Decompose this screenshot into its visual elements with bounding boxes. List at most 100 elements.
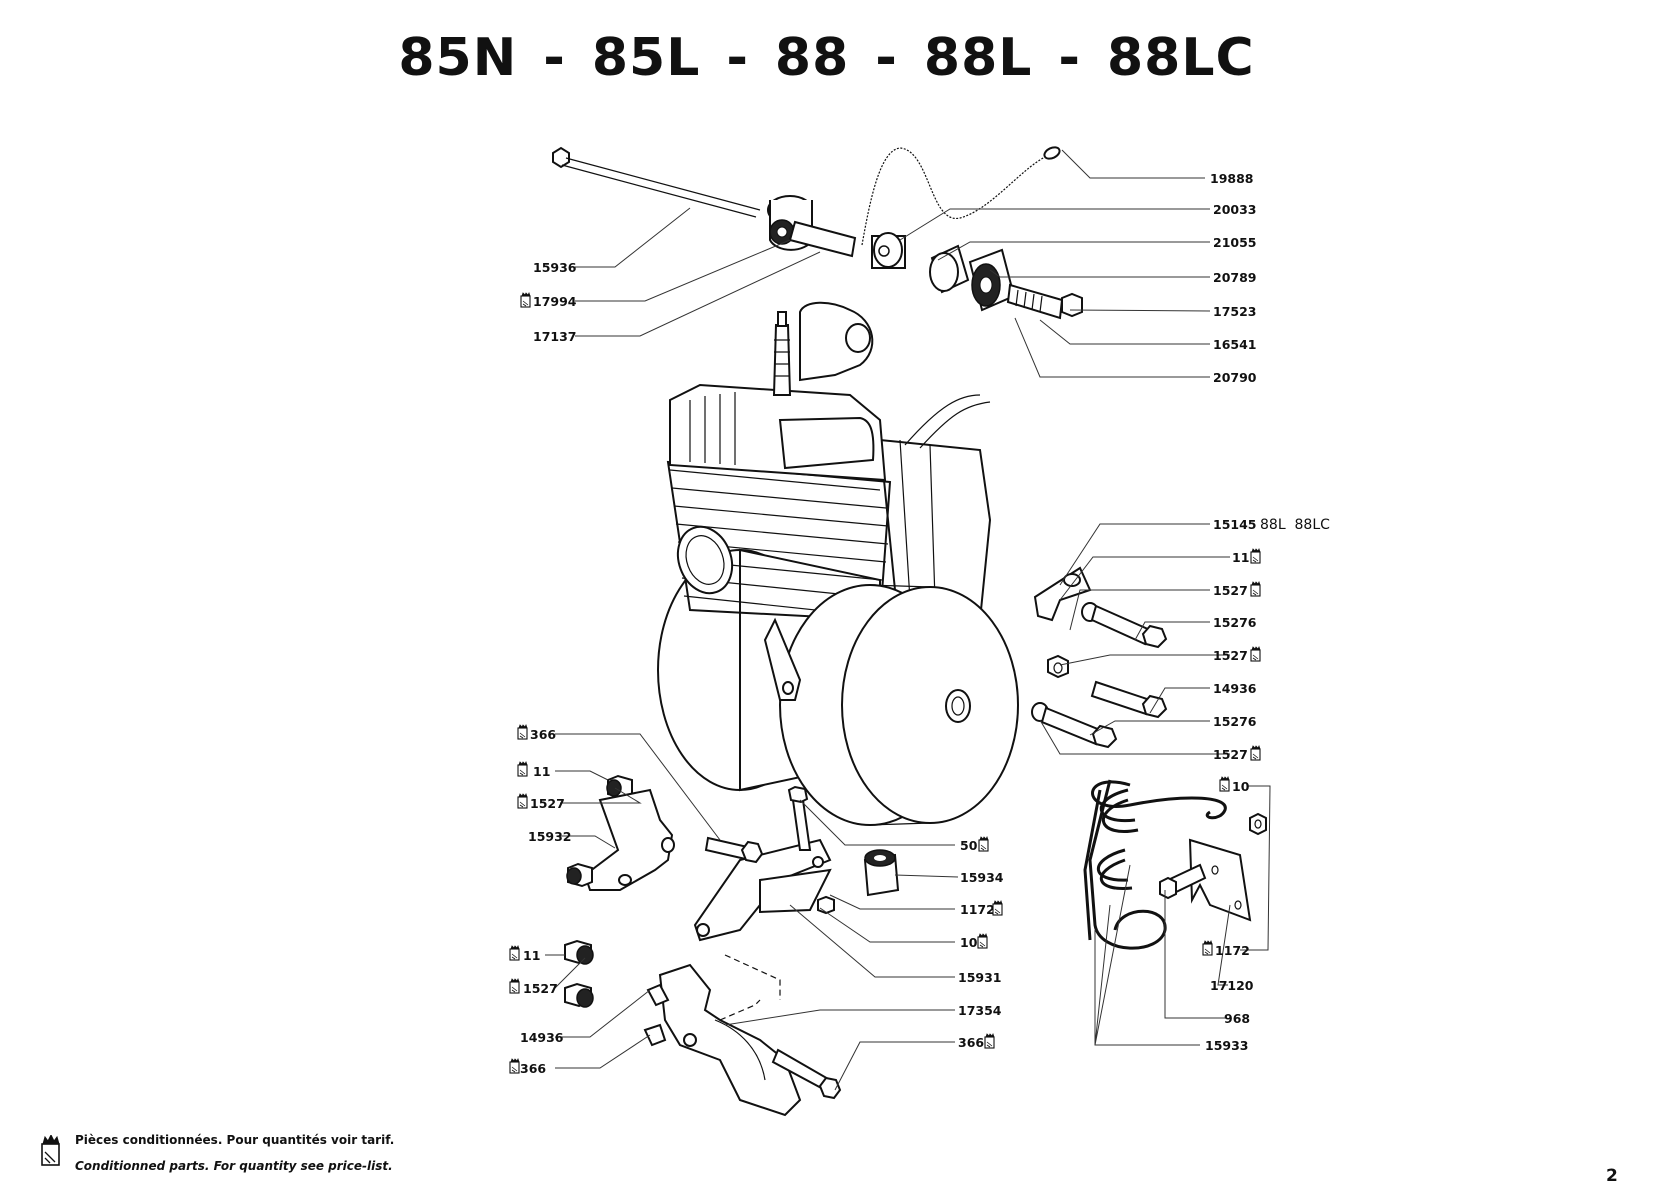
cable-19888 <box>861 146 1061 246</box>
conditioned-parts-bag-icon <box>517 793 528 809</box>
part-label: 15936 <box>533 260 577 275</box>
bolt-14936 <box>1090 680 1168 719</box>
part-label: 50 <box>960 838 978 853</box>
model-85l: 85L <box>591 28 701 88</box>
callout-labels: 19888 20033 21055 20789 17523 16541 2079… <box>509 171 1330 1076</box>
model-88lc: 88LC <box>1106 28 1255 88</box>
bolt-50 <box>787 785 812 851</box>
nut-1527 <box>1047 654 1069 679</box>
conditioned-parts-bag-icon <box>977 933 988 949</box>
page-title: 85N-85L-88-88L-88LC <box>0 28 1653 88</box>
part-label: 10 <box>960 935 978 950</box>
conditioned-parts-bag-icon <box>509 1058 520 1074</box>
engine-block <box>657 301 1019 826</box>
bolt-366-left <box>704 836 764 864</box>
part-label: 15276 <box>1213 714 1257 729</box>
part-label: 17120 <box>1210 978 1254 993</box>
spacer-21055 <box>929 244 970 294</box>
nut-1172 <box>817 895 835 915</box>
conditioned-parts-bag-icon <box>517 761 528 777</box>
nuts-11-1527-bottom <box>564 939 594 1008</box>
part-label: 15932 <box>528 829 572 844</box>
legend-text-fr: Pièces conditionnées. Pour quantités voi… <box>75 1133 395 1147</box>
part-label: 17354 <box>958 1003 1002 1018</box>
part-label: 15276 <box>1213 615 1257 630</box>
part-label: 20789 <box>1213 270 1257 285</box>
part-label: 366 <box>958 1035 984 1050</box>
part-label: 1527 <box>530 796 565 811</box>
part-label: 15934 <box>960 870 1004 885</box>
part-label: 1527 <box>1213 747 1248 762</box>
title-separator: - <box>726 28 749 88</box>
conditioned-parts-bag-icon <box>1250 646 1261 662</box>
bolt-15276b <box>1031 702 1118 749</box>
bolt-366-bottom <box>771 1048 842 1100</box>
model-88l: 88L <box>923 28 1033 88</box>
leader-lines <box>545 149 1271 1091</box>
part-label: 15931 <box>958 970 1002 985</box>
bracket-17354 <box>658 954 802 1117</box>
part-label: 366 <box>530 727 556 742</box>
conditioned-parts-bag-icon <box>517 724 528 740</box>
conditioned-parts-bag-icon <box>1250 745 1261 761</box>
bolt-15276a <box>1081 602 1168 649</box>
plate-15932 <box>566 788 675 891</box>
conditioned-parts-bag-icon <box>41 1135 60 1166</box>
conditioned-parts-bag-icon <box>1202 940 1213 956</box>
part-label: 17523 <box>1213 304 1257 319</box>
part-label: 14936 <box>520 1030 564 1045</box>
legend-text-en: Conditionned parts. For quantity see pri… <box>75 1159 393 1173</box>
part-label: 10 <box>1232 779 1250 794</box>
part-label: 1527 <box>1213 583 1248 598</box>
spring-15933 <box>1083 779 1227 950</box>
axle-15936 <box>552 146 761 218</box>
conditioned-parts-bag-icon <box>1219 776 1230 792</box>
nut-17523 <box>1061 292 1083 318</box>
model-note: 88L 88LC <box>1260 517 1330 533</box>
model-85n: 85N <box>398 28 518 88</box>
part-label: 11 <box>1232 550 1249 565</box>
nut-10 <box>1249 812 1267 836</box>
bushing-15934 <box>863 849 900 897</box>
conditioned-parts-bag-icon <box>978 836 989 852</box>
bracket-15931 <box>693 838 832 942</box>
washer-20033 <box>871 232 906 269</box>
bolt-14936-bottom <box>643 983 670 1047</box>
nuts-11-1527-left <box>606 774 633 800</box>
part-label: 17994 <box>533 294 577 309</box>
part-label: 968 <box>1224 1011 1250 1026</box>
part-label: 14936 <box>1213 681 1257 696</box>
part-label: 17137 <box>533 329 577 344</box>
part-label: 21055 <box>1213 235 1257 250</box>
part-label: 1527 <box>1213 648 1248 663</box>
part-label: 11 <box>523 948 540 963</box>
bearing-20789 <box>968 248 1016 312</box>
part-label: 20790 <box>1213 370 1257 385</box>
title-separator: - <box>875 28 898 88</box>
spacer-17137 <box>788 220 857 258</box>
part-label: 19888 <box>1210 171 1254 186</box>
part-label: 366 <box>520 1061 546 1076</box>
conditioned-parts-bag-icon <box>509 978 520 994</box>
bolt-968 <box>1159 863 1207 900</box>
conditioned-parts-bag-icon <box>992 900 1003 916</box>
model-88: 88 <box>774 28 850 88</box>
part-label: 20033 <box>1213 202 1257 217</box>
part-label: 15145 <box>1213 517 1257 532</box>
part-label: 15933 <box>1205 1038 1249 1053</box>
bracket-17120 <box>1188 838 1252 922</box>
part-label: 1172 <box>1215 943 1250 958</box>
page-number: 2 <box>1606 1166 1618 1186</box>
conditioned-parts-bag-icon <box>520 292 531 308</box>
part-label: 11 <box>533 764 550 779</box>
conditioned-parts-bag-icon <box>1250 581 1261 597</box>
shaft-16541 <box>1006 283 1064 320</box>
title-separator: - <box>1058 28 1081 88</box>
conditioned-parts-bag-icon <box>509 945 520 961</box>
part-label: 16541 <box>1213 337 1257 352</box>
conditioned-parts-bag-icon <box>984 1033 995 1049</box>
part-label: 1527 <box>523 981 558 996</box>
part-label: 1172 <box>960 902 995 917</box>
title-separator: - <box>543 28 566 88</box>
